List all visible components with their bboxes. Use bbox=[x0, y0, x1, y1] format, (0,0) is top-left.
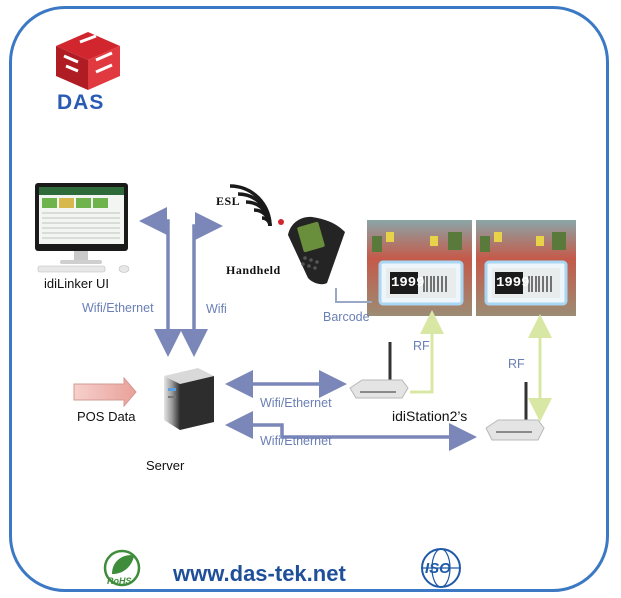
server-label: Server bbox=[146, 458, 185, 473]
arrow-server-to-station-lower bbox=[225, 411, 477, 451]
wifi-ethernet-label-upper: Wifi/Ethernet bbox=[260, 396, 332, 410]
esl-label: ESL bbox=[216, 194, 241, 208]
rf-label-right: RF bbox=[508, 357, 525, 371]
handheld-label: Handheld bbox=[226, 263, 281, 277]
connection-arrows bbox=[139, 207, 477, 451]
barcode-label: Barcode bbox=[323, 310, 370, 324]
das-logo-icon bbox=[56, 32, 120, 90]
wifi-ethernet-label-left: Wifi/Ethernet bbox=[82, 301, 154, 315]
server-icon bbox=[164, 368, 214, 430]
monitor-icon bbox=[35, 183, 130, 273]
pos-data-label: POS Data bbox=[77, 409, 136, 424]
handheld-scanner-icon bbox=[288, 216, 345, 285]
wifi-ethernet-label-lower: Wifi/Ethernet bbox=[260, 434, 332, 448]
signal-waves-icon bbox=[229, 184, 284, 227]
arrow-handheld-to-server bbox=[180, 212, 223, 357]
store-photo-left bbox=[367, 220, 472, 316]
price-tag-right: 1999 bbox=[496, 275, 530, 291]
rf-arrow-left bbox=[410, 310, 444, 394]
rf-label-left: RF bbox=[413, 339, 430, 353]
logo-text: DAS bbox=[57, 91, 105, 114]
router-icon-upper bbox=[349, 342, 409, 399]
website-url[interactable]: www.das-tek.net bbox=[173, 561, 346, 586]
pos-data-arrow bbox=[73, 376, 137, 408]
rohs-badge-icon bbox=[103, 549, 141, 587]
idilinker-ui-label: idiLinker UI bbox=[44, 276, 110, 291]
arrow-ui-to-server bbox=[139, 207, 182, 357]
rounded-frame bbox=[9, 6, 609, 592]
price-tag-left: 1999 bbox=[391, 275, 425, 291]
wifi-label: Wifi bbox=[206, 302, 227, 316]
store-photo-right bbox=[476, 220, 576, 316]
iso-badge-text: ISO bbox=[425, 560, 451, 577]
rf-arrows bbox=[410, 310, 552, 422]
rohs-badge-text: RoHS bbox=[107, 576, 132, 586]
iso-badge-icon bbox=[421, 548, 461, 588]
idistation-label: idiStation2’s bbox=[392, 408, 468, 424]
barcode-connector bbox=[335, 288, 372, 303]
router-icon-lower bbox=[485, 382, 545, 441]
